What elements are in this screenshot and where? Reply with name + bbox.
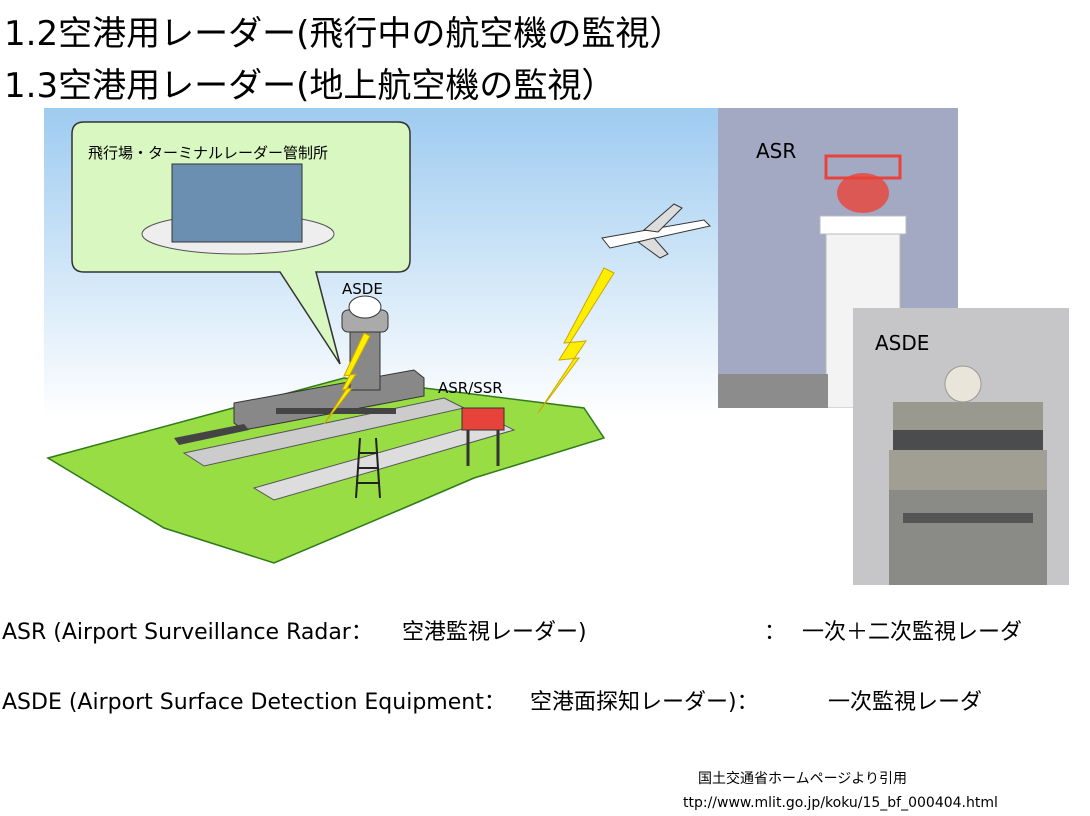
asr-separator: ： xyxy=(764,620,787,645)
asde-tower-cab xyxy=(893,402,1043,430)
asr-antenna-reflector xyxy=(837,173,889,213)
asde-photo-label: ASDE xyxy=(875,331,929,355)
asr-japanese-name: 空港監視レーダー) xyxy=(402,620,587,645)
source-credit: 国土交通省ホームページより引用 xyxy=(698,771,908,787)
lightning-bolt-icon xyxy=(323,332,371,425)
asde-tower-band xyxy=(889,450,1047,490)
aircraft-icon xyxy=(601,203,711,259)
runway xyxy=(252,419,516,501)
lattice-tower xyxy=(355,437,381,499)
lightning-bolt-icon xyxy=(537,267,615,414)
asr-tower-top xyxy=(819,215,907,235)
asr-photo-label: ASR xyxy=(756,139,796,163)
asr-radar-type: 一次＋二次監視レーダ xyxy=(802,620,1023,645)
source-url: ttp://www.mlit.go.jp/koku/15_bf_000404.h… xyxy=(683,795,998,811)
asde-radome xyxy=(348,295,382,319)
asr-photo-building xyxy=(718,374,828,408)
control-room-photo xyxy=(171,163,303,243)
asde-japanese-name: 空港面探知レーダー)： xyxy=(530,690,759,715)
title-1-2: 1.2空港用レーダー(飛行中の航空機の監視） xyxy=(4,14,684,54)
callout-label: 飛行場・ターミナルレーダー管制所 xyxy=(88,144,328,162)
airport-radar-illustration: 飛行場・ターミナルレーダー管制所 ASDE ASR/SSR xyxy=(44,108,720,564)
asde-label: ASDE xyxy=(342,280,383,298)
asde-tower-windows-lower xyxy=(903,513,1033,523)
asr-ssr-label: ASR/SSR xyxy=(438,379,503,397)
asr-term: ASR (Airport Surveillance Radar： xyxy=(2,620,373,645)
asde-radome-photo xyxy=(944,365,982,403)
asde-term: ASDE (Airport Surface Detection Equipmen… xyxy=(2,690,506,715)
asde-radar-type: 一次監視レーダ xyxy=(828,690,983,715)
title-1-3: 1.3空港用レーダー(地上航空機の監視） xyxy=(4,66,616,106)
asde-photo: ASDE xyxy=(853,308,1069,585)
terminal-windows xyxy=(276,408,396,414)
boarding-bridge xyxy=(174,424,249,445)
asr-ssr-antenna xyxy=(461,407,505,431)
asde-tower-lower xyxy=(889,490,1047,585)
asde-tower-windows xyxy=(893,430,1043,450)
